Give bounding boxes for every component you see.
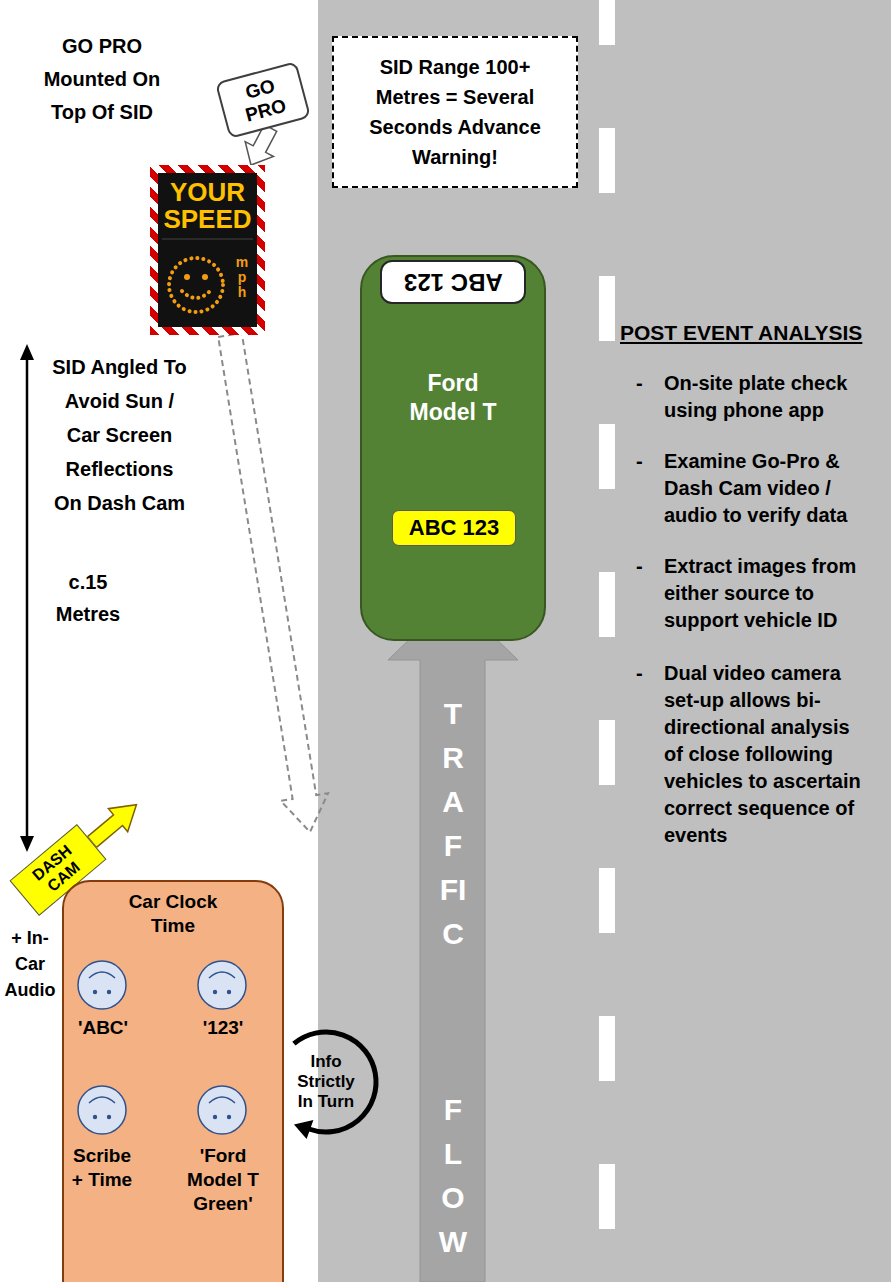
occupant-head <box>198 961 246 1009</box>
occupant-role: Scribe + Time <box>68 1144 136 1192</box>
flow-word: FLOW <box>439 1088 468 1264</box>
bullet-mark: - <box>636 448 652 475</box>
occupant-head <box>78 961 126 1009</box>
bullet-mark: - <box>636 660 652 687</box>
occupant-eye <box>227 1115 231 1119</box>
smiley-mouth <box>182 291 210 298</box>
text-holder: + In-Car Audio <box>2 925 58 1003</box>
smiley-eye <box>202 274 208 280</box>
text-holder: - <box>636 660 652 687</box>
lane-dash <box>599 1016 615 1081</box>
occupant-role: '123' <box>184 1016 262 1040</box>
display-divider <box>162 239 253 240</box>
occupant-eye <box>93 990 97 994</box>
occupant-head <box>78 1086 126 1134</box>
occupant-brow <box>89 1097 115 1103</box>
camera-label: GO PRO <box>224 70 301 130</box>
flow-word: TRAFFIC <box>439 692 468 956</box>
traffic-arrow <box>388 597 518 1282</box>
smiley-ring <box>169 258 223 312</box>
range-note-box: SID Range 100+ Metres = Several Seconds … <box>332 36 578 188</box>
dimension-head <box>20 344 34 360</box>
road <box>318 0 891 1282</box>
text-holder: Scribe + Time <box>68 1144 136 1192</box>
turn-arrow-head <box>294 1120 313 1139</box>
car-clock-note: Car Clock Time <box>118 890 228 938</box>
sign-heading: YOUR SPEED <box>158 173 257 233</box>
lane-dash <box>599 128 615 193</box>
distance-label: c.15 Metres <box>38 566 138 630</box>
text-holder: Info Strictly In Turn <box>292 1052 360 1112</box>
text-holder: - <box>636 553 652 580</box>
lane-dash <box>599 1164 615 1229</box>
occupant-eye <box>93 1115 97 1119</box>
bullet-text: Extract images from either source to sup… <box>664 553 872 634</box>
sign-unit: mph <box>236 255 249 300</box>
section-heading: POST EVENT ANALYSIS <box>620 320 886 346</box>
vehicle-model: Ford Model T <box>398 369 508 427</box>
occupant-eye <box>213 990 217 994</box>
occupant-brow <box>209 1097 235 1103</box>
mount-note: GO PRO Mounted On Top Of SID <box>28 30 176 129</box>
text-holder: '123' <box>184 1016 262 1040</box>
text-holder: GO PRO Mounted On Top Of SID <box>28 30 176 129</box>
occupants <box>64 882 282 1282</box>
text-holder: POST EVENT ANALYSIS <box>620 320 886 346</box>
text-holder: FLOW <box>423 1088 483 1264</box>
lane-dashes <box>599 0 615 1229</box>
bullet-text: Dual video camera set-up allows bi-direc… <box>664 660 872 849</box>
bullet-mark: - <box>636 553 652 580</box>
sid-beam-arrow <box>218 333 328 832</box>
plate-text: ABC 123 <box>404 268 503 296</box>
occupant-eye <box>107 990 111 994</box>
lane-dash <box>599 276 615 341</box>
observer-car: Car Clock Time 'ABC' '123' Scribe + Time 'Fo… <box>62 880 284 1282</box>
occupant-brow <box>89 972 115 978</box>
text-holder: SID Angled To Avoid Sun / Car Screen Ref… <box>50 350 189 520</box>
speed-sign: YOUR SPEED mph <box>150 165 265 335</box>
angle-note: SID Angled To Avoid Sun / Car Screen Ref… <box>50 350 189 520</box>
text-holder: Ford Model T <box>398 369 508 427</box>
occupant-eye <box>213 1115 217 1119</box>
text-holder: - <box>636 448 652 475</box>
camera-tag: GO PRO <box>215 61 311 139</box>
text-holder: Extract images from either source to sup… <box>664 553 872 634</box>
turn-note: Info Strictly In Turn <box>292 1052 360 1112</box>
occupant-role: 'ABC' <box>64 1016 142 1040</box>
occupant-brow <box>209 972 235 978</box>
text-holder: c.15 Metres <box>38 566 138 630</box>
target-vehicle: Ford Model TABC 123ABC 123 <box>360 255 546 641</box>
smiley-eye <box>184 274 190 280</box>
audio-note: + In-Car Audio <box>2 925 58 1003</box>
bullet-mark: - <box>636 370 652 397</box>
dimension-head <box>20 836 34 852</box>
text-holder: TRAFFIC <box>423 692 483 956</box>
text-holder: mph <box>230 255 254 300</box>
bullet-text: On-site plate check using phone app <box>664 370 872 424</box>
occupant-eye <box>227 990 231 994</box>
front-plate: ABC 123 <box>392 510 516 546</box>
lane-dash <box>599 572 615 637</box>
text-holder: Dual video camera set-up allows bi-direc… <box>664 660 872 849</box>
occupant-head <box>198 1086 246 1134</box>
text-holder: 'Ford Model T Green' <box>177 1144 269 1216</box>
text-holder: 'ABC' <box>64 1016 142 1040</box>
text-holder: Examine Go-Pro & Dash Cam video / audio … <box>664 448 872 529</box>
occupant-eye <box>107 1115 111 1119</box>
lane-dash <box>599 424 615 489</box>
lane-dash <box>599 868 615 933</box>
lane-dash <box>599 720 615 785</box>
occupant-role: 'Ford Model T Green' <box>177 1144 269 1216</box>
bullet-text: Examine Go-Pro & Dash Cam video / audio … <box>664 448 872 529</box>
plate-text: ABC 123 <box>409 515 499 541</box>
lane-dash <box>599 0 615 45</box>
text-holder: - <box>636 370 652 397</box>
rear-plate: ABC 123 <box>380 260 526 304</box>
text-holder: Car Clock Time <box>118 890 228 938</box>
dimension-line <box>26 356 29 840</box>
range-note: SID Range 100+ Metres = Several Seconds … <box>352 52 558 172</box>
text-holder: On-site plate check using phone app <box>664 370 872 424</box>
